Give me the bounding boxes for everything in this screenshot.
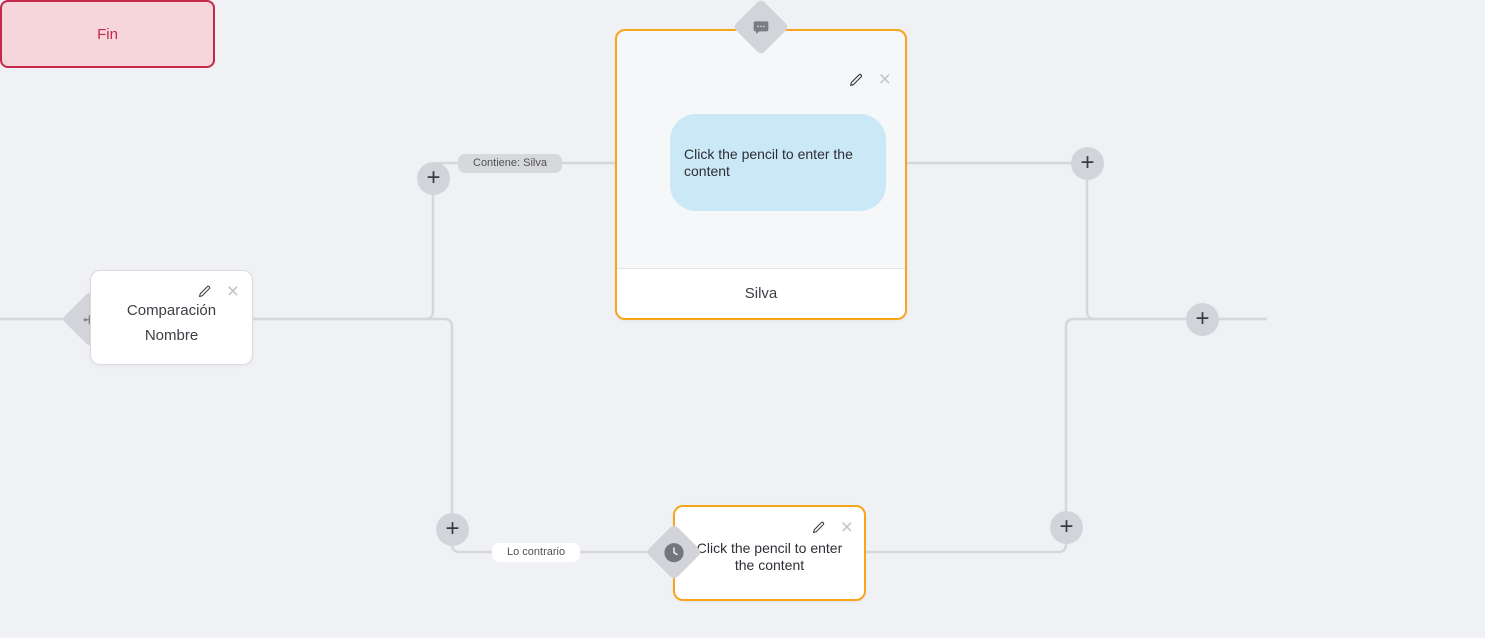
edit-pencil-button[interactable] <box>197 284 212 299</box>
message-preview-text: Click the pencil to enter the content <box>684 145 853 179</box>
delay-input-port <box>645 523 703 581</box>
pencil-icon <box>849 73 862 86</box>
close-icon[interactable]: × <box>840 516 853 539</box>
add-block-button-bottom-left[interactable]: + <box>436 513 469 546</box>
plus-icon: + <box>1080 148 1095 176</box>
edge-delay-to-end <box>866 317 1267 554</box>
plus-icon: + <box>426 163 441 191</box>
pencil-icon <box>812 521 824 534</box>
add-block-button-top-left[interactable]: + <box>417 162 450 195</box>
close-icon[interactable]: × <box>226 280 239 303</box>
message-input-port <box>732 0 790 56</box>
edge-label-contains: Contiene: Silva <box>458 154 562 173</box>
close-icon[interactable]: × <box>878 68 891 91</box>
plus-icon: + <box>445 514 460 542</box>
plus-icon: + <box>1059 512 1074 540</box>
pencil-icon <box>198 285 210 298</box>
delay-node[interactable]: × Click the pencil to enter the content <box>673 505 866 601</box>
clock-icon <box>663 541 686 564</box>
chat-bubble-icon <box>752 18 771 37</box>
delay-body-text: Click the pencil to enter the content <box>696 540 843 573</box>
condition-title-line2: Nombre <box>144 327 199 344</box>
end-node[interactable]: Fin <box>0 0 215 68</box>
add-block-button-before-end[interactable]: + <box>1186 303 1219 336</box>
message-preview-bubble: Click the pencil to enter the content <box>670 114 886 211</box>
condition-node[interactable]: × Comparación Nombre <box>90 270 253 365</box>
edge-condition-to-delay <box>253 317 652 554</box>
message-footer-label: Silva <box>617 268 905 318</box>
plus-icon: + <box>1195 304 1210 332</box>
edge-label-otherwise: Lo contrario <box>492 543 581 562</box>
edge-message-to-end <box>907 161 1267 321</box>
message-node[interactable]: × Click the pencil to enter the content … <box>615 29 907 320</box>
end-node-label: Fin <box>97 25 118 43</box>
condition-title: Comparación Nombre <box>91 271 252 348</box>
add-block-button-top-right[interactable]: + <box>1071 147 1104 180</box>
add-block-button-bottom-right[interactable]: + <box>1050 511 1083 544</box>
edit-pencil-button[interactable] <box>848 72 864 88</box>
condition-title-line1: Comparación <box>126 302 217 319</box>
edit-pencil-button[interactable] <box>811 520 826 535</box>
